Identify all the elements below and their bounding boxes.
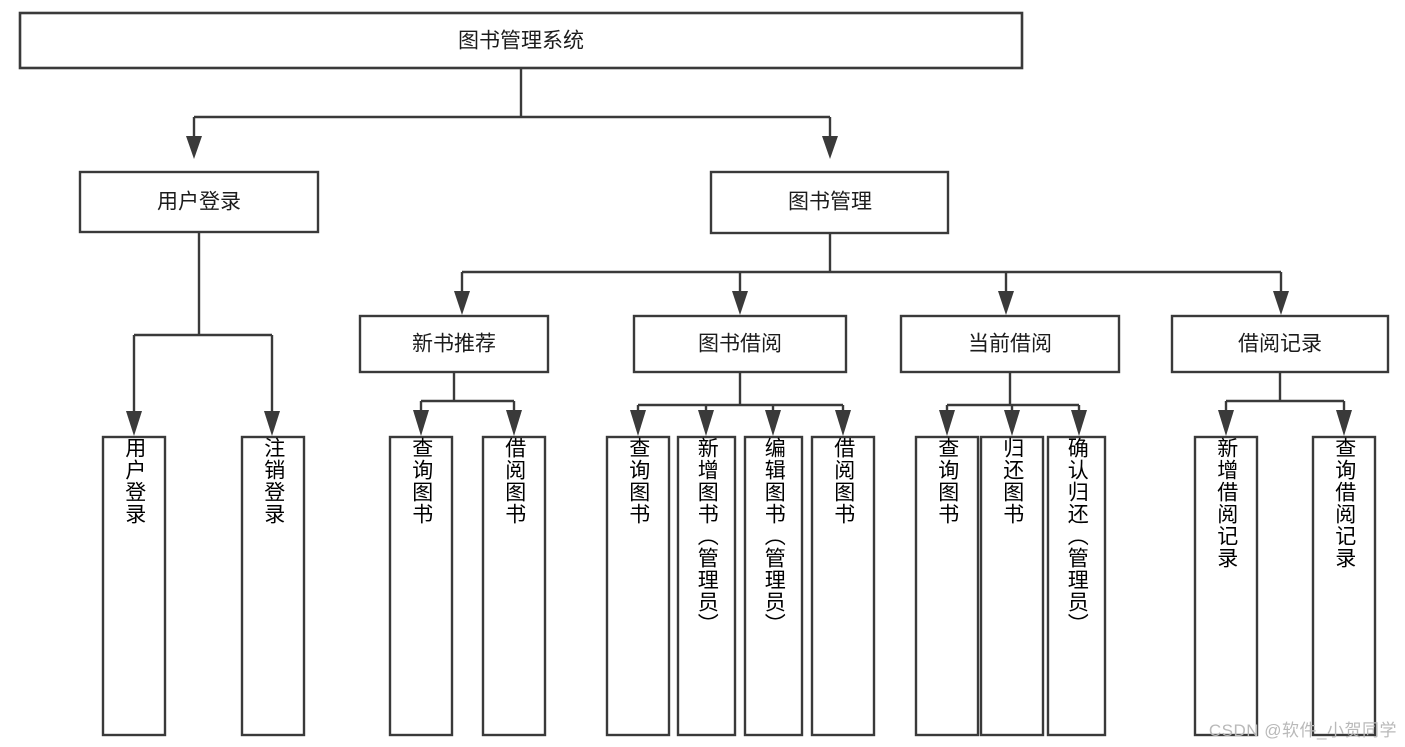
arrow-head-leaf-borrow-book-1	[506, 410, 522, 436]
leaf-borrow-book-2[interactable]: 借阅图书	[810, 435, 876, 737]
node-book-borrow-label: 图书借阅	[698, 333, 782, 356]
leaf-borrow-book-2-label: 借阅图书	[831, 437, 855, 525]
node-new-book-recommend[interactable]: 新书推荐	[358, 314, 550, 374]
arrow-head-book-borrow	[732, 291, 748, 315]
leaf-user-login-label: 用户登录	[122, 437, 146, 525]
node-book-manage-rect[interactable]	[709, 170, 950, 235]
node-book-borrow-rect[interactable]	[632, 314, 848, 374]
node-user-login-label: 用户登录	[157, 191, 241, 214]
leaf-query-book-2-label: 查询图书	[626, 437, 650, 525]
node-borrow-record-label: 借阅记录	[1238, 333, 1322, 356]
connector-group-user-login	[126, 232, 280, 436]
arrow-head-current-borrow	[998, 291, 1014, 315]
leaf-edit-book-rect[interactable]	[743, 435, 804, 737]
leaf-return-book-label: 归还图书	[1000, 437, 1024, 525]
arrow-head-new-book-recommend	[454, 291, 470, 315]
arrow-head-leaf-query-book-2	[630, 410, 646, 436]
leaf-add-record-label: 新增借阅记录	[1214, 437, 1238, 569]
leaf-query-book-2-rect[interactable]	[605, 435, 671, 737]
arrow-head-borrow-record	[1273, 291, 1289, 315]
leaf-query-record[interactable]: 查询借阅记录	[1311, 435, 1377, 737]
arrow-head-leaf-add-record	[1218, 410, 1234, 436]
leaf-borrow-book-2-rect[interactable]	[810, 435, 876, 737]
arrow-head-leaf-return-book	[1004, 410, 1020, 436]
csdn-watermark: CSDN @软件_小贺同学	[1208, 721, 1397, 740]
arrow-head-leaf-add-book	[698, 410, 714, 436]
leaf-query-book-3-label: 查询图书	[935, 437, 959, 525]
leaf-logout-login[interactable]: 注销登录	[240, 435, 306, 737]
arrow-head-leaf-edit-book	[765, 410, 781, 436]
arrow-head-leaf-borrow-book-2	[835, 410, 851, 436]
leaf-query-record-rect[interactable]	[1311, 435, 1377, 737]
connector-group-book-manage	[454, 233, 1289, 315]
node-current-borrow-rect[interactable]	[899, 314, 1121, 374]
connector-group-book-borrow	[630, 372, 851, 436]
leaf-query-record-label: 查询借阅记录	[1332, 437, 1356, 569]
leaf-user-login-rect[interactable]	[101, 435, 167, 737]
leaf-query-book-1-label: 查询图书	[409, 437, 433, 525]
arrow-head-leaf-user-login	[126, 411, 142, 436]
leaf-edit-book-label: 编辑图书（管理员）	[762, 437, 786, 635]
leaf-logout-login-rect[interactable]	[240, 435, 306, 737]
arrow-head-leaf-confirm-return	[1071, 410, 1087, 436]
node-root-label: 图书管理系统	[458, 30, 584, 53]
leaf-add-book-rect[interactable]	[676, 435, 737, 737]
leaf-query-book-1-rect[interactable]	[388, 435, 454, 737]
leaf-edit-book[interactable]: 编辑图书（管理员）	[743, 435, 804, 737]
connector-group-root	[186, 68, 838, 159]
node-borrow-record-rect[interactable]	[1170, 314, 1390, 374]
leaf-borrow-book-1[interactable]: 借阅图书	[481, 435, 547, 737]
node-current-borrow[interactable]: 当前借阅	[899, 314, 1121, 374]
connector-group-current-borrow	[939, 372, 1087, 436]
arrow-head-book-manage	[822, 136, 838, 159]
node-root[interactable]: 图书管理系统	[18, 11, 1024, 70]
leaf-return-book-rect[interactable]	[979, 435, 1045, 737]
leaf-confirm-return[interactable]: 确认归还（管理员）	[1046, 435, 1107, 737]
arrow-head-user-login	[186, 136, 202, 159]
arrow-head-leaf-logout-login	[264, 411, 280, 436]
leaf-query-book-2[interactable]: 查询图书	[605, 435, 671, 737]
leaf-logout-login-label: 注销登录	[261, 437, 285, 525]
leaf-query-book-3[interactable]: 查询图书	[914, 435, 980, 737]
node-root-rect[interactable]	[18, 11, 1024, 70]
leaf-add-record[interactable]: 新增借阅记录	[1193, 435, 1259, 737]
leaf-query-book-3-rect[interactable]	[914, 435, 980, 737]
leaf-add-book[interactable]: 新增图书（管理员）	[676, 435, 737, 737]
leaf-return-book[interactable]: 归还图书	[979, 435, 1045, 737]
node-book-manage-label: 图书管理	[788, 191, 872, 214]
connector-group-new-book-recommend	[413, 372, 522, 436]
connector-group-borrow-record	[1218, 372, 1352, 436]
arrow-head-leaf-query-record	[1336, 410, 1352, 436]
node-new-book-recommend-rect[interactable]	[358, 314, 550, 374]
leaf-confirm-return-rect[interactable]	[1046, 435, 1107, 737]
leaf-add-record-rect[interactable]	[1193, 435, 1259, 737]
leaf-borrow-book-1-label: 借阅图书	[502, 437, 526, 525]
leaf-user-login[interactable]: 用户登录	[101, 435, 167, 737]
node-borrow-record[interactable]: 借阅记录	[1170, 314, 1390, 374]
leaf-borrow-book-1-rect[interactable]	[481, 435, 547, 737]
leaf-add-book-label: 新增图书（管理员）	[695, 437, 719, 635]
node-current-borrow-label: 当前借阅	[968, 333, 1052, 356]
arrow-head-leaf-query-book-3	[939, 410, 955, 436]
node-book-borrow[interactable]: 图书借阅	[632, 314, 848, 374]
node-new-book-recommend-label: 新书推荐	[412, 333, 496, 356]
leaf-confirm-return-label: 确认归还（管理员）	[1065, 437, 1089, 635]
node-user-login[interactable]: 用户登录	[78, 170, 320, 234]
node-book-manage[interactable]: 图书管理	[709, 170, 950, 235]
leaf-query-book-1[interactable]: 查询图书	[388, 435, 454, 737]
arrow-head-leaf-query-book-1	[413, 410, 429, 436]
